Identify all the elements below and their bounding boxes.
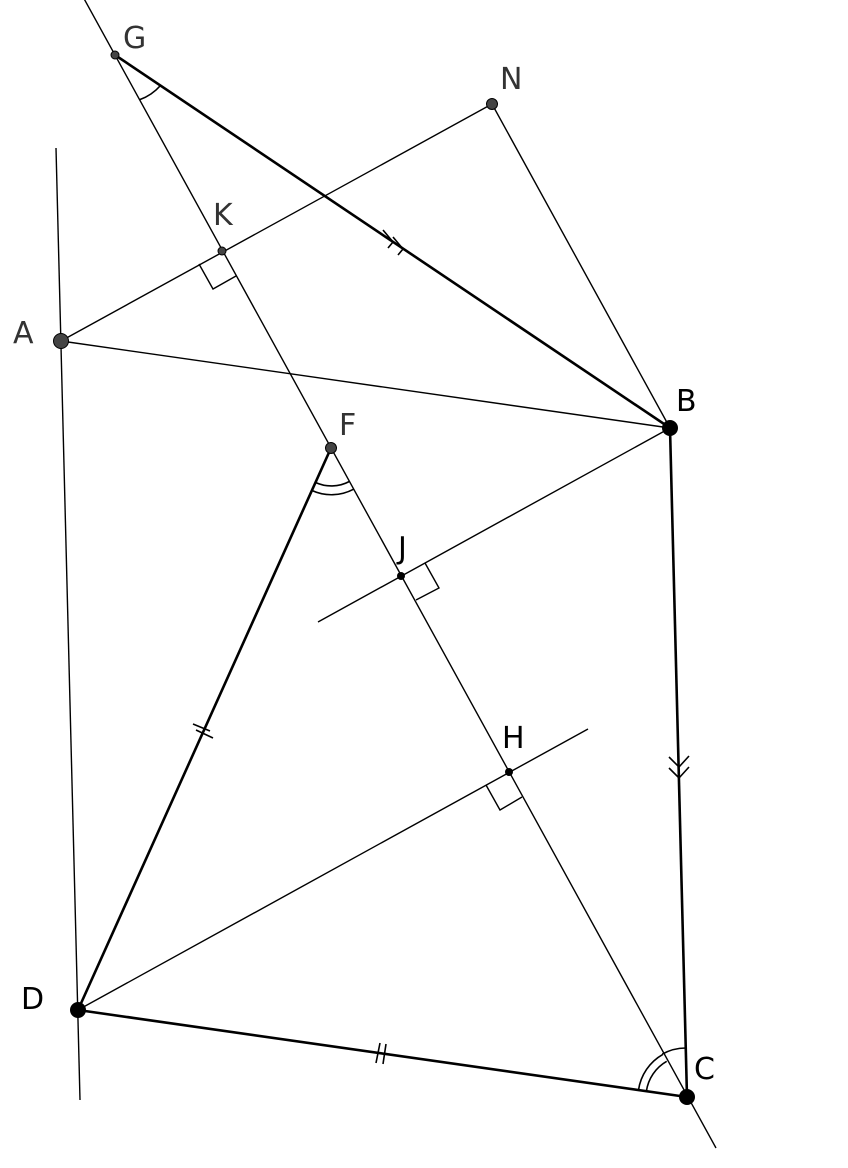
tick-dc-1 [375, 1042, 381, 1064]
angle-arc-f-outer [311, 488, 354, 496]
parallel-arrow-gb-1 [382, 229, 395, 249]
label-k: K [213, 198, 234, 233]
segment-dc [77, 1008, 688, 1099]
right-angle-j [415, 562, 440, 601]
line-gc [83, 0, 717, 1149]
point-f [325, 442, 337, 454]
point-h [505, 768, 513, 776]
segment-dh [77, 728, 589, 1011]
label-f: F [339, 408, 356, 443]
tick-fd-2 [195, 729, 214, 739]
line-ad [55, 147, 81, 1101]
angle-arc-c-right [661, 1047, 686, 1055]
angle-arc-g [139, 84, 162, 101]
point-b [662, 420, 678, 436]
parallel-arrow-bc-1 [668, 755, 690, 769]
point-a [53, 333, 69, 349]
label-b: B [676, 384, 697, 419]
label-a: A [13, 316, 34, 351]
label-h: H [502, 721, 525, 756]
tick-dc-2 [382, 1043, 387, 1065]
right-angle-h [485, 784, 523, 811]
angle-arc-c-outer [637, 1053, 664, 1091]
label-d: D [21, 982, 44, 1017]
angle-arc-f-inner [314, 480, 350, 487]
angle-arc-c-inner [645, 1060, 668, 1092]
point-d [70, 1002, 86, 1018]
point-n [486, 98, 498, 110]
label-g: G [123, 21, 146, 56]
segment-bc [668, 427, 689, 1098]
point-g [110, 50, 120, 60]
tick-fd-1 [192, 723, 211, 732]
point-c [679, 1089, 695, 1105]
segment-nb [491, 103, 671, 429]
label-c: C [694, 1052, 715, 1087]
segment-an [60, 103, 493, 342]
point-k [217, 246, 227, 256]
label-j: J [396, 531, 407, 566]
segment-ab [60, 340, 671, 429]
parallel-arrow-bc-2 [668, 766, 690, 780]
point-j [397, 572, 405, 580]
right-angle-k [198, 263, 237, 290]
parallel-arrow-gb-2 [392, 236, 405, 256]
segment-bj [317, 427, 671, 623]
label-n: N [500, 62, 522, 97]
